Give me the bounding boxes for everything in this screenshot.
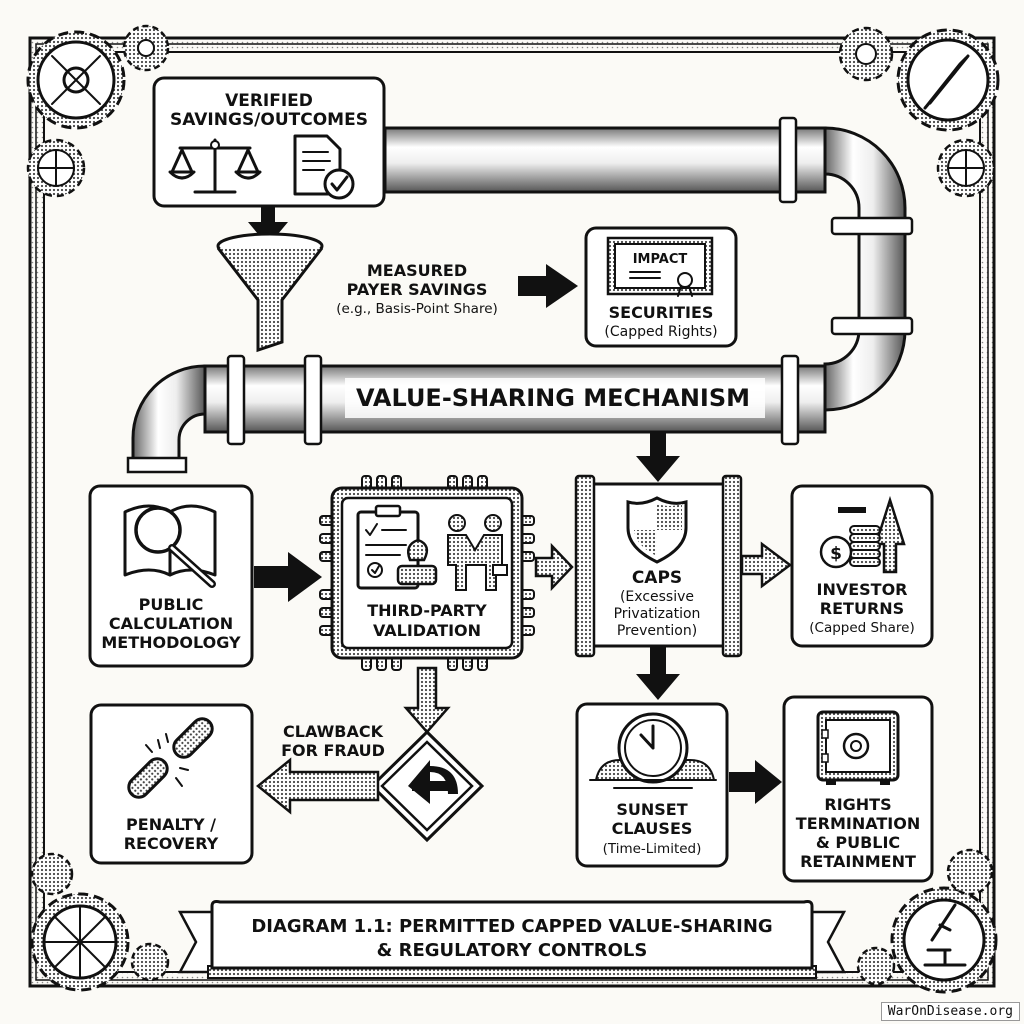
svg-text:(e.g., Basis-Point Share): (e.g., Basis-Point Share) <box>336 301 498 317</box>
gear-icon-bottom-left <box>30 892 130 992</box>
funnel-icon <box>216 232 324 353</box>
arrow-pipe-to-caps <box>636 432 680 482</box>
node-clawback-for-fraud[interactable]: CLAWBACK FOR FRAUD <box>281 722 485 843</box>
svg-text:VALIDATION: VALIDATION <box>373 621 481 640</box>
coins-arrow-icon: $ <box>819 495 906 574</box>
arrow-measured-to-securities <box>518 264 578 308</box>
svg-text:RECOVERY: RECOVERY <box>124 834 219 853</box>
svg-text:VERIFIED: VERIFIED <box>225 91 313 111</box>
title-banner: DIAGRAM 1.1: PERMITTED CAPPED VALUE-SHAR… <box>177 900 847 979</box>
svg-text:INVESTOR: INVESTOR <box>816 580 907 599</box>
svg-text:FOR FRAUD: FOR FRAUD <box>281 741 385 760</box>
pipe-label: VALUE-SHARING MECHANISM <box>356 384 750 412</box>
svg-text:CLAWBACK: CLAWBACK <box>283 722 384 741</box>
node-third-party-validation[interactable]: THIRD-PARTY VALIDATION <box>319 475 535 671</box>
node-penalty-recovery[interactable]: PENALTY / RECOVERY <box>89 703 254 865</box>
svg-text:RETURNS: RETURNS <box>820 599 904 618</box>
node-caps[interactable]: CAPS (Excessive Privatization Prevention… <box>574 474 743 658</box>
svg-text:PAYER SAVINGS: PAYER SAVINGS <box>347 280 488 299</box>
svg-text:TERMINATION: TERMINATION <box>796 814 920 833</box>
gear-icon-bottom-left-small <box>30 852 170 982</box>
svg-text:(Capped Rights): (Capped Rights) <box>604 324 717 340</box>
svg-text:METHODOLOGY: METHODOLOGY <box>101 633 241 652</box>
svg-text:(Time-Limited): (Time-Limited) <box>603 841 702 857</box>
gear-icon-top-left-small <box>122 24 170 72</box>
svg-text:SECURITIES: SECURITIES <box>609 303 714 322</box>
shield-icon <box>626 496 688 564</box>
diagram-title-line-1: DIAGRAM 1.1: PERMITTED CAPPED VALUE-SHAR… <box>251 916 772 937</box>
certificate-icon: IMPACT <box>606 236 714 297</box>
svg-text:CALCULATION: CALCULATION <box>109 614 233 633</box>
arrow-methodology-to-validation <box>254 552 322 602</box>
svg-text:RIGHTS: RIGHTS <box>824 795 891 814</box>
arrow-caps-to-sunset <box>636 646 680 700</box>
handshake-icon <box>447 514 508 591</box>
svg-text:$: $ <box>830 544 842 564</box>
gear-icon-bottom-right-small <box>856 848 994 986</box>
svg-text:Prevention): Prevention) <box>617 623 697 639</box>
watermark-link[interactable]: WarOnDisease.org <box>880 1002 1020 1021</box>
clock-sunset-icon <box>589 712 717 789</box>
gear-icon-right-mid <box>936 138 996 198</box>
svg-text:IMPACT: IMPACT <box>633 252 688 267</box>
svg-text:CAPS: CAPS <box>632 568 682 588</box>
book-magnifier-icon <box>123 504 217 588</box>
svg-text:PENALTY /: PENALTY / <box>126 815 216 834</box>
syringe-gear-icon <box>896 28 1000 132</box>
gear-icon-top-left <box>26 30 126 130</box>
broken-chain-icon <box>127 717 214 799</box>
arrow-validation-to-caps <box>534 542 574 592</box>
arrow-clawback-to-penalty <box>256 757 380 815</box>
svg-text:Privatization: Privatization <box>614 606 701 622</box>
return-sign-icon <box>408 760 458 804</box>
arrow-caps-to-investor <box>740 541 793 589</box>
gear-icon-left-mid <box>26 138 86 198</box>
document-check-icon <box>293 134 355 200</box>
svg-text:THIRD-PARTY: THIRD-PARTY <box>367 601 487 620</box>
svg-text:SAVINGS/OUTCOMES: SAVINGS/OUTCOMES <box>170 110 368 130</box>
node-measured-payer-savings: MEASURED PAYER SAVINGS (e.g., Basis-Poin… <box>336 261 498 317</box>
arrow-sunset-to-termination <box>729 760 782 804</box>
gear-icon-top-right-small <box>838 26 894 82</box>
svg-text:CLAUSES: CLAUSES <box>612 819 693 838</box>
node-rights-termination[interactable]: RIGHTS TERMINATION & PUBLIC RETAINMENT <box>782 695 934 883</box>
node-sunset-clauses[interactable]: SUNSET CLAUSES (Time-Limited) <box>575 702 729 868</box>
diagram-title-line-2: & REGULATORY CONTROLS <box>377 940 648 961</box>
microscope-gear-icon <box>890 886 998 994</box>
svg-text:PUBLIC: PUBLIC <box>139 595 204 614</box>
value-sharing-pipe: VALUE-SHARING MECHANISM <box>126 116 914 474</box>
svg-text:(Excessive: (Excessive <box>620 589 694 605</box>
svg-text:(Capped Share): (Capped Share) <box>809 620 915 636</box>
scales-icon <box>168 138 262 194</box>
clipboard-stamp-icon <box>356 504 438 590</box>
node-impact-securities[interactable]: IMPACT SECURITIES (Capped Rights) <box>584 226 738 348</box>
arrow-validation-to-clawback <box>403 666 451 734</box>
svg-text:& PUBLIC: & PUBLIC <box>816 833 900 852</box>
node-public-calculation-methodology[interactable]: PUBLIC CALCULATION METHODOLOGY <box>88 484 254 668</box>
svg-text:SUNSET: SUNSET <box>616 800 687 819</box>
safe-icon <box>816 710 900 785</box>
node-verified-savings[interactable]: VERIFIED SAVINGS/OUTCOMES <box>152 76 386 208</box>
node-investor-returns[interactable]: $ INVESTOR RETURNS (Capped Share) <box>790 484 934 648</box>
svg-text:RETAINMENT: RETAINMENT <box>800 852 916 871</box>
svg-text:MEASURED: MEASURED <box>367 261 467 280</box>
